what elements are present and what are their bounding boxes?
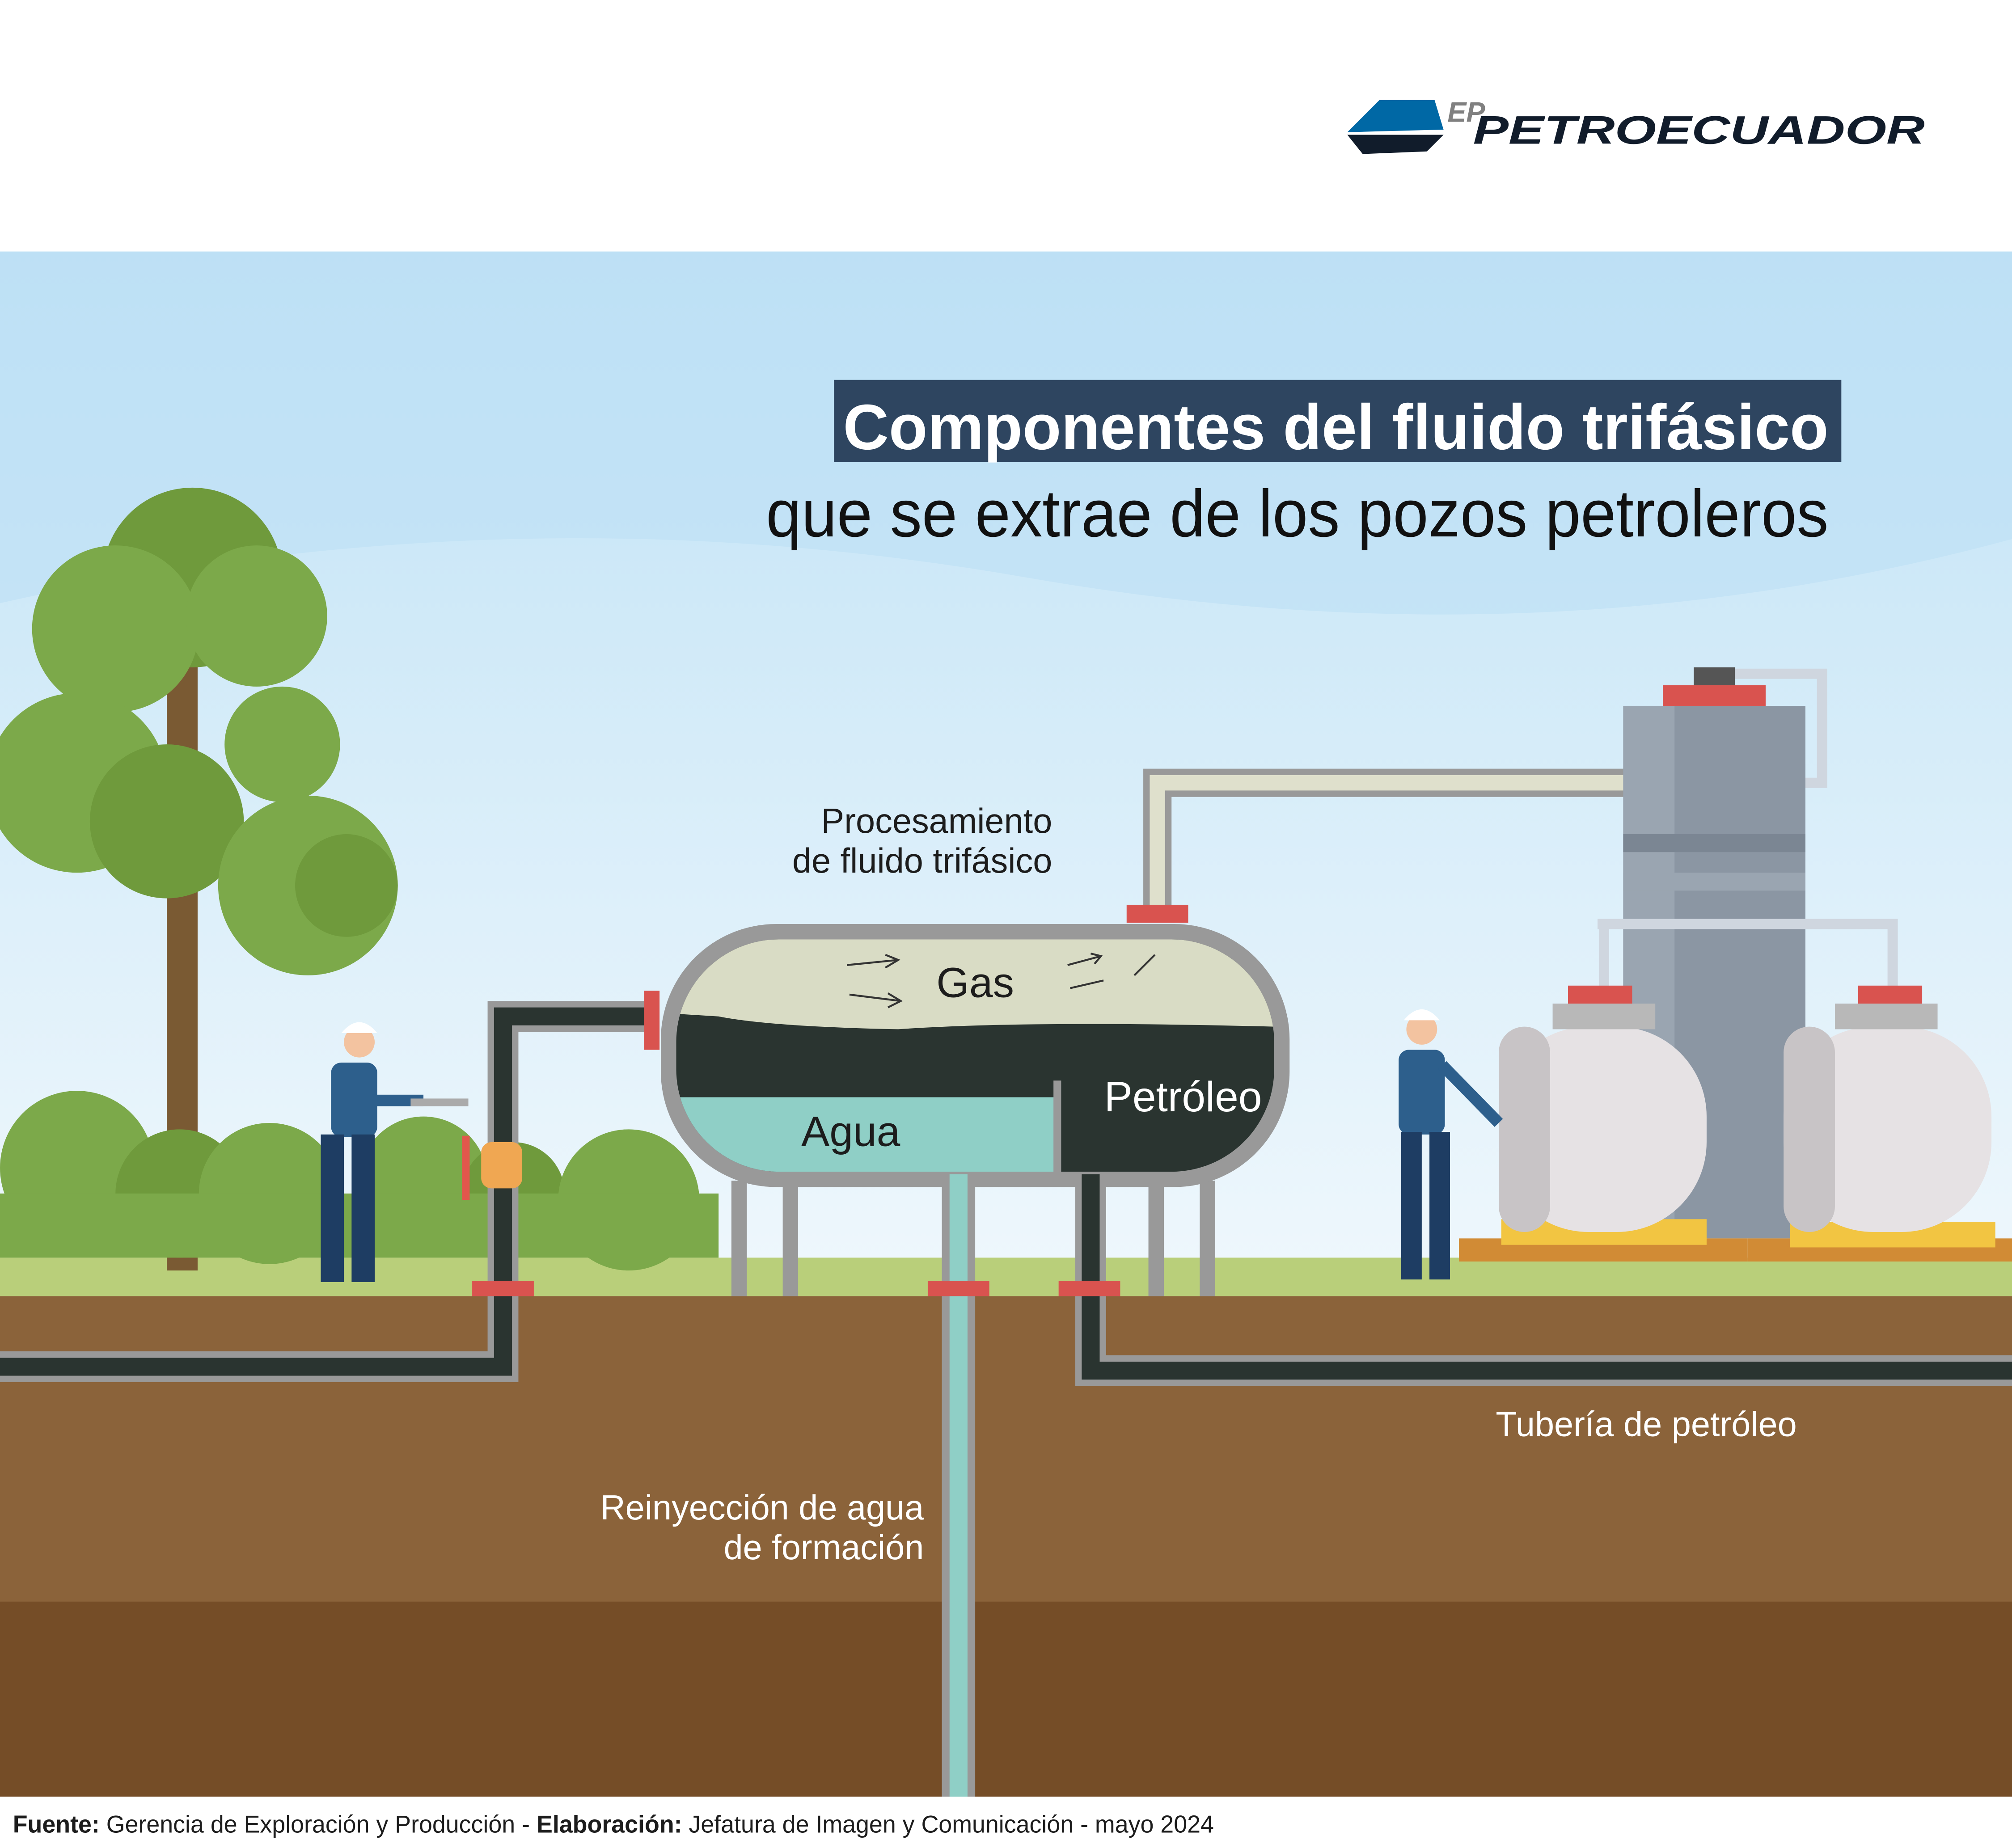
processing-label-line1: Procesamiento [821, 802, 1052, 840]
page-subtitle: que se extrae de los pozos petroleros [766, 476, 1828, 551]
worker-right [1399, 1009, 1503, 1280]
inlet-pipe [0, 1007, 655, 1376]
tank-inlet-flange [644, 991, 660, 1050]
logo-prefix: EP [1447, 97, 1485, 128]
gas-flow-arrows [846, 952, 1156, 1008]
gas-label: Gas [936, 959, 1014, 1007]
reinjection-label-line2: de formación [723, 1528, 924, 1567]
pipe-flange [472, 1281, 534, 1296]
gas-flange [1126, 904, 1188, 923]
weir-plate [1053, 1080, 1061, 1172]
petroecuador-logo: EP PETROECUADOR [1347, 97, 1925, 154]
footer-background [0, 1797, 2012, 1848]
made-label: Elaboración: [537, 1811, 682, 1838]
water-flange [927, 1281, 989, 1296]
water-label: Agua [801, 1108, 900, 1156]
water-layer [676, 1097, 1059, 1172]
source-text: Gerencia de Exploración y Producción - [100, 1811, 537, 1838]
reinjection-label-line1: Reinyección de agua [600, 1489, 924, 1527]
separator-tank [660, 924, 1290, 1296]
title-background [834, 380, 1842, 462]
oil-pipeline-label: Tubería de petróleo [1496, 1405, 1796, 1443]
gas-layer [676, 939, 1274, 1029]
soil [0, 1296, 2012, 1604]
footer-credits: Fuente: Gerencia de Exploración y Produc… [13, 1811, 1214, 1838]
storage-tank-left [1459, 985, 1748, 1262]
storage-tank-right [1747, 985, 2012, 1262]
grass [0, 1257, 2012, 1299]
oil-label: Petróleo [1104, 1073, 1262, 1121]
oil-pipe [1082, 1174, 2012, 1380]
oil-flange [1058, 1281, 1120, 1296]
page-title: Componentes del fluido trifásico [843, 392, 1829, 463]
deep-soil [0, 1601, 2012, 1797]
water-pipe [949, 1174, 968, 1797]
gas-pipe [1150, 775, 1630, 918]
valve-icon [462, 1135, 523, 1200]
header-background [0, 0, 2012, 252]
made-text: Jefatura de Imagen y Comunicación - mayo… [682, 1811, 1214, 1838]
worker-left [321, 1022, 469, 1282]
logo-name: PETROECUADOR [1473, 108, 1925, 152]
source-label: Fuente: [13, 1811, 100, 1838]
processing-label-line2: de fluido trifásico [792, 842, 1052, 880]
